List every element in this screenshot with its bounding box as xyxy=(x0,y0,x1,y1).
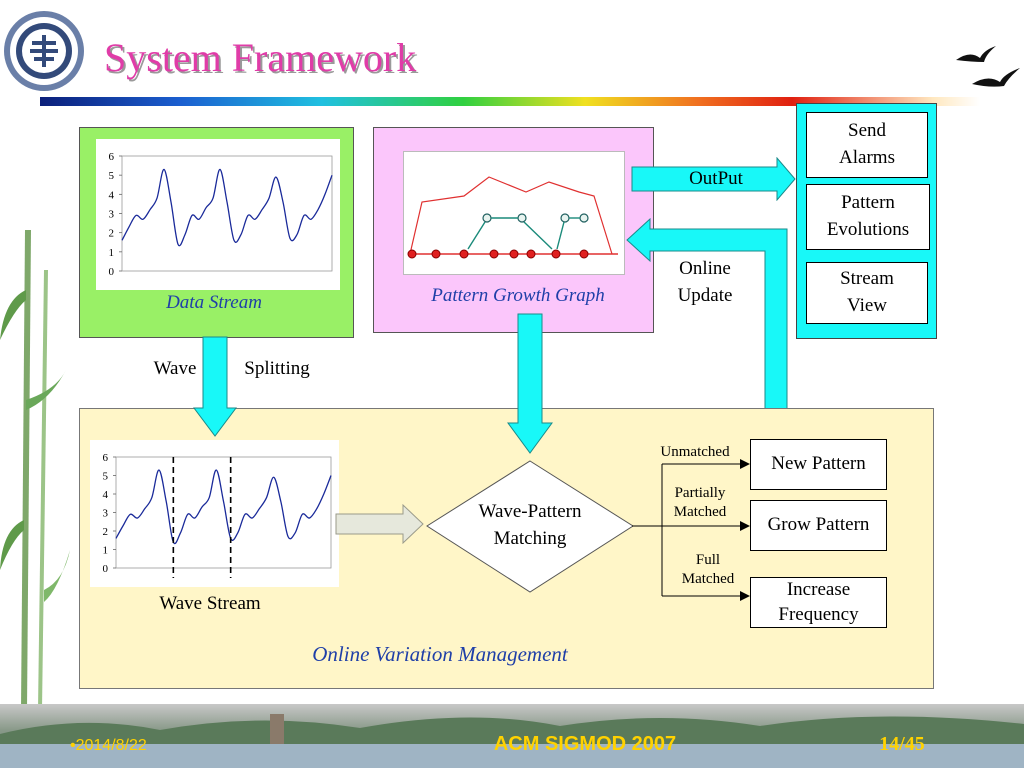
footer-conference: ACM SIGMOD 2007 xyxy=(493,733,677,755)
online-update-label: Online Update xyxy=(650,256,760,309)
data-stream-y-tick-label: 6 xyxy=(109,151,115,163)
online-update-line1: Online xyxy=(679,258,731,279)
unmatched-label: Unmatched xyxy=(640,443,750,462)
wave-stream-plot-area xyxy=(115,456,332,569)
pattern-envelope-line xyxy=(409,176,613,255)
online-variation-management-label: Online Variation Management xyxy=(312,642,568,666)
data-stream-y-tick-label: 5 xyxy=(109,170,115,182)
footer-date-text: 2014/8/22 xyxy=(75,737,147,754)
output-label: OutPut xyxy=(689,168,743,189)
full-matched-line2: Matched xyxy=(681,570,735,587)
grow-pattern-box: Grow Pattern xyxy=(750,500,887,551)
wave-pattern-matching-line2: Matching xyxy=(493,527,567,549)
footer-bullet-icon: • xyxy=(70,737,76,754)
pattern-growth-graph-figure xyxy=(403,151,625,275)
footer-banner xyxy=(0,704,1024,768)
title-underline xyxy=(40,97,980,106)
increase-frequency-line2: Frequency xyxy=(778,603,859,625)
data-stream-y-tick-label: 0 xyxy=(109,266,115,278)
partially-matched-line2: Matched xyxy=(673,503,727,520)
wave-splitting-arrow xyxy=(193,336,237,437)
data-stream-y-tick-label: 3 xyxy=(109,209,115,221)
grow-pattern-line1: Grow Pattern xyxy=(767,514,870,536)
pattern-evolutions-line2: Evolutions xyxy=(826,219,910,240)
online-update-arrow xyxy=(626,218,788,430)
pattern-evolutions-box: Pattern Evolutions xyxy=(806,184,930,250)
wave-stream-y-tick-label: 0 xyxy=(103,563,109,575)
new-pattern-line1: New Pattern xyxy=(771,453,866,475)
pattern-nodes-level-1 xyxy=(407,249,589,259)
wave-pattern-matching-diamond xyxy=(426,460,634,593)
wave-stream-label: Wave Stream xyxy=(159,593,261,614)
bamboo-decoration xyxy=(0,230,70,710)
data-stream-y-tick-label: 1 xyxy=(109,247,115,259)
wave-pattern-matching-label: Wave-Pattern Matching xyxy=(450,499,610,552)
data-stream-y-tick-label: 4 xyxy=(109,189,115,201)
partially-matched-line1: Partially xyxy=(674,485,726,501)
data-stream-label: Data Stream xyxy=(166,292,262,313)
pattern-graph-down-arrow xyxy=(507,313,553,454)
wave-stream-y-tick-label: 3 xyxy=(103,508,109,520)
wave-stream-series-line xyxy=(115,469,332,545)
wave-label: Wave xyxy=(153,358,197,379)
increase-frequency-line1: Increase xyxy=(786,578,851,600)
footer-date: •2014/8/22 xyxy=(70,737,147,755)
wave-to-matching-arrow xyxy=(335,504,424,544)
online-update-line2: Update xyxy=(677,284,733,306)
output-arrow xyxy=(631,157,796,201)
university-seal-logo xyxy=(4,11,84,91)
pattern-evolutions-line1: Pattern xyxy=(841,192,895,214)
footer-page-number: 14/45 xyxy=(879,733,925,755)
birds-decoration-icon xyxy=(956,46,1020,87)
wave-stream-chart: 0 1 2 3 4 5 6 xyxy=(90,440,339,587)
pattern-nodes-level-2 xyxy=(482,213,589,223)
unmatched-line1: Unmatched xyxy=(660,444,730,460)
send-alarms-box: Send Alarms xyxy=(806,112,928,178)
data-stream-chart: 0 1 2 3 4 5 6 xyxy=(96,139,340,290)
stream-view-line2: View xyxy=(846,295,887,316)
stream-view-line1: Stream xyxy=(840,268,894,290)
send-alarms-line2: Alarms xyxy=(839,147,895,168)
pattern-growth-graph-label: Pattern Growth Graph xyxy=(431,285,605,306)
wave-stream-y-tick-label: 4 xyxy=(103,489,109,501)
pattern-growth-edges xyxy=(467,217,580,250)
data-stream-series-line xyxy=(121,168,333,247)
footer-landscape xyxy=(0,714,1024,768)
increase-frequency-box: Increase Frequency xyxy=(750,577,887,628)
slide-title: System Framework xyxy=(104,35,417,80)
wave-stream-y-tick-label: 5 xyxy=(103,471,109,483)
data-stream-y-tick-label: 2 xyxy=(109,228,115,240)
full-matched-label: Full Matched xyxy=(656,551,760,589)
stream-view-box: Stream View xyxy=(806,262,928,324)
matching-branch-connectors xyxy=(632,459,750,601)
send-alarms-line1: Send xyxy=(848,120,886,142)
wave-pattern-matching-line1: Wave-Pattern xyxy=(478,501,582,522)
data-stream-plot-area xyxy=(121,155,333,272)
wave-stream-y-tick-label: 2 xyxy=(103,526,109,538)
wave-stream-y-tick-label: 6 xyxy=(103,452,109,464)
new-pattern-box: New Pattern xyxy=(750,439,887,490)
wave-stream-y-tick-label: 1 xyxy=(103,545,109,557)
full-matched-line1: Full xyxy=(695,552,721,568)
partially-matched-label: Partially Matched xyxy=(648,484,752,522)
splitting-label: Splitting xyxy=(244,358,310,379)
